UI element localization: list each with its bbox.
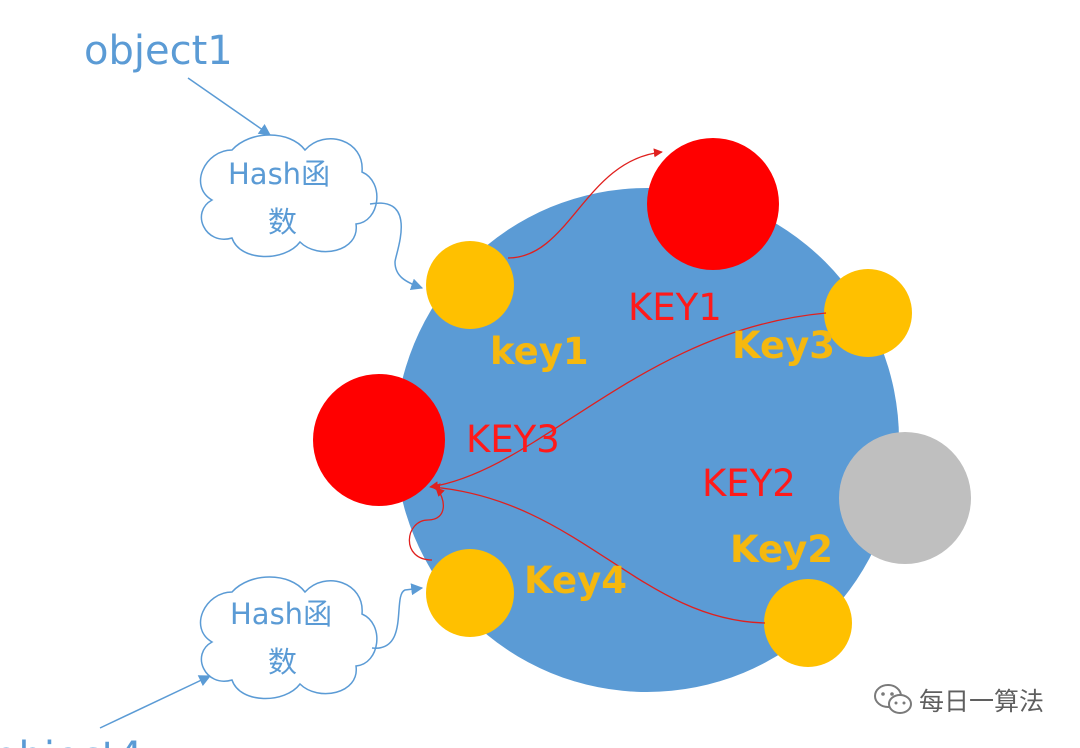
hash-function-cloud-top: Hash函 数 — [199, 134, 378, 258]
node1-circle — [647, 138, 779, 270]
node3-circle — [313, 374, 445, 506]
key3-point — [824, 269, 912, 357]
hash-function-label-top-line1: Hash函 — [228, 157, 330, 191]
object1-to-hash-arrow — [187, 77, 271, 136]
key4-to-node3-arrow — [408, 487, 445, 561]
key3-to-node3-arrow — [429, 312, 827, 491]
node3-label: KEY3 — [466, 418, 560, 461]
key2-point — [764, 579, 852, 667]
object1-label: object1 — [84, 28, 233, 74]
key1-point — [426, 241, 514, 329]
object4-to-hash-arrow — [99, 675, 212, 729]
key2-to-node3-arrow — [431, 483, 766, 624]
node1-label: KEY1 — [628, 286, 722, 329]
object4-label: object4 — [0, 734, 143, 748]
node2-label: KEY2 — [702, 462, 796, 505]
hash-function-label-top-line2: 数 — [268, 205, 297, 239]
hash-to-key1-arrow — [369, 202, 424, 291]
key1-to-node1-arrow — [507, 148, 663, 259]
hash-function-label-bottom-line2: 数 — [268, 645, 297, 679]
hash-ring — [395, 188, 899, 692]
hash-to-key4-arrow — [371, 583, 424, 649]
key2-label: Key2 — [730, 528, 833, 571]
watermark: 每日一算法 — [873, 682, 1044, 718]
watermark-text: 每日一算法 — [918, 687, 1044, 716]
hash-function-cloud-bottom: Hash函 数 — [199, 576, 378, 700]
key4-label: Key4 — [524, 559, 627, 602]
wechat-icon — [873, 684, 912, 714]
key4-point — [426, 549, 514, 637]
node2-circle — [839, 432, 971, 564]
key3-label: Key3 — [732, 324, 835, 367]
hash-function-label-bottom-line1: Hash函 — [230, 597, 332, 631]
key1-label: key1 — [490, 330, 589, 373]
